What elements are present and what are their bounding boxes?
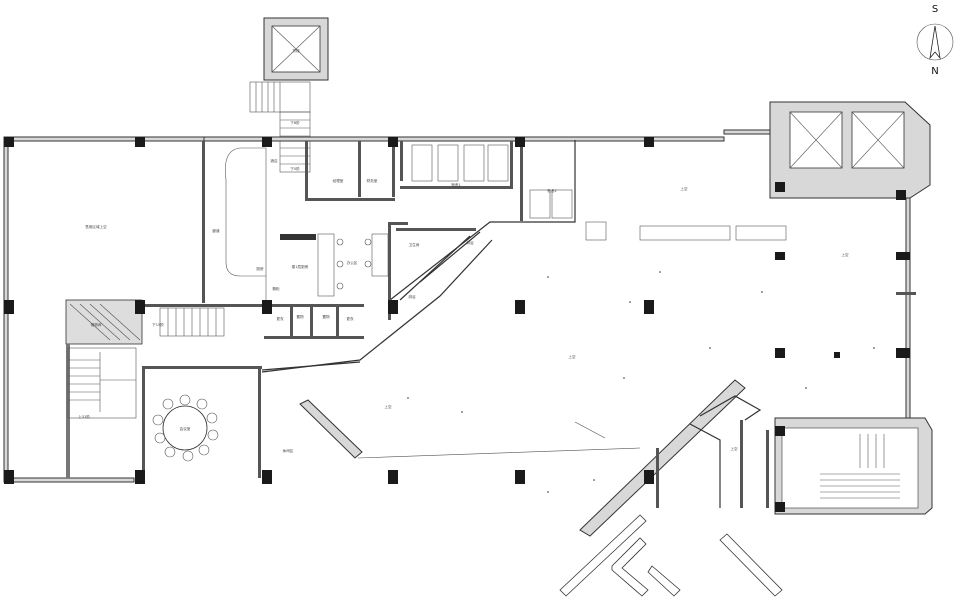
label-void-right: 上空 — [680, 186, 688, 191]
label-kitchen: 厨房 — [256, 266, 264, 271]
room-labels: 售用区域上空 廊道 经理室 财务室 宿舍1 宿舍2 上空 上空 上空 上空 上空… — [78, 158, 849, 453]
compass-south-label: S — [932, 4, 938, 15]
label-dorm1: 宿舍1 — [451, 182, 460, 187]
compass: S N — [916, 4, 954, 77]
label-finance: 财务室 — [367, 178, 378, 183]
label-corridor: 廊道 — [212, 228, 220, 233]
label-storage1: 更衣 — [276, 316, 284, 321]
left-stair — [67, 347, 137, 419]
label-shaft-top: 货梯 — [292, 48, 300, 53]
right-stair-treads — [820, 434, 900, 499]
label-void-center: 上空 — [568, 354, 576, 359]
label-storage2: 置物 — [296, 314, 304, 319]
label-stair-down-8: 下8阶 — [290, 120, 300, 125]
label-station: 酒店 — [270, 158, 278, 163]
label-void-east: 上空 — [841, 252, 849, 257]
label-freight-room: 储物间 — [91, 322, 102, 327]
label-office: 办公区 — [347, 260, 358, 265]
label-shower1: 淋浴 — [466, 240, 474, 245]
label-dorm2: 宿舍2 — [547, 188, 556, 193]
interior-walls — [65, 141, 787, 508]
compass-needle-icon — [929, 25, 941, 60]
label-down15: 下15阶 — [152, 322, 164, 327]
diagonal-walls — [261, 140, 783, 597]
structural-columns — [4, 137, 916, 512]
compass-north-label: N — [931, 66, 938, 77]
label-shower2: 淋浴 — [408, 294, 416, 299]
office-desks — [280, 233, 389, 297]
label-meeting: 会议室 — [180, 426, 191, 431]
stair-down-15 — [159, 307, 225, 337]
compass-ring — [916, 23, 954, 61]
corridor-outline — [225, 147, 267, 300]
dorm-beds — [411, 144, 573, 219]
top-stair: 下8阶 下5阶 — [249, 81, 311, 173]
label-wc: 卫生间 — [409, 242, 420, 247]
label-stair-down-5: 下5阶 — [290, 166, 300, 171]
top-shaft: 货梯 下8阶 下5阶 — [249, 17, 329, 173]
label-up31: 上31阶 — [78, 414, 90, 419]
label-cabinet: 橱柜 — [272, 286, 280, 291]
label-dining-void: 售用区域上空 — [85, 224, 107, 229]
meeting-table — [152, 394, 219, 462]
label-storage3: 置物 — [322, 314, 330, 319]
hatched-room — [69, 303, 141, 341]
label-void-lower: 上空 — [384, 404, 392, 409]
label-storage4: 更衣 — [346, 316, 354, 321]
label-void-south: 上空 — [730, 446, 738, 451]
label-pantry: 楼1层厨房 — [292, 264, 309, 269]
label-lounge: 休闲区 — [283, 448, 294, 453]
ceiling-dots — [407, 271, 875, 493]
label-manager: 经理室 — [333, 178, 344, 183]
